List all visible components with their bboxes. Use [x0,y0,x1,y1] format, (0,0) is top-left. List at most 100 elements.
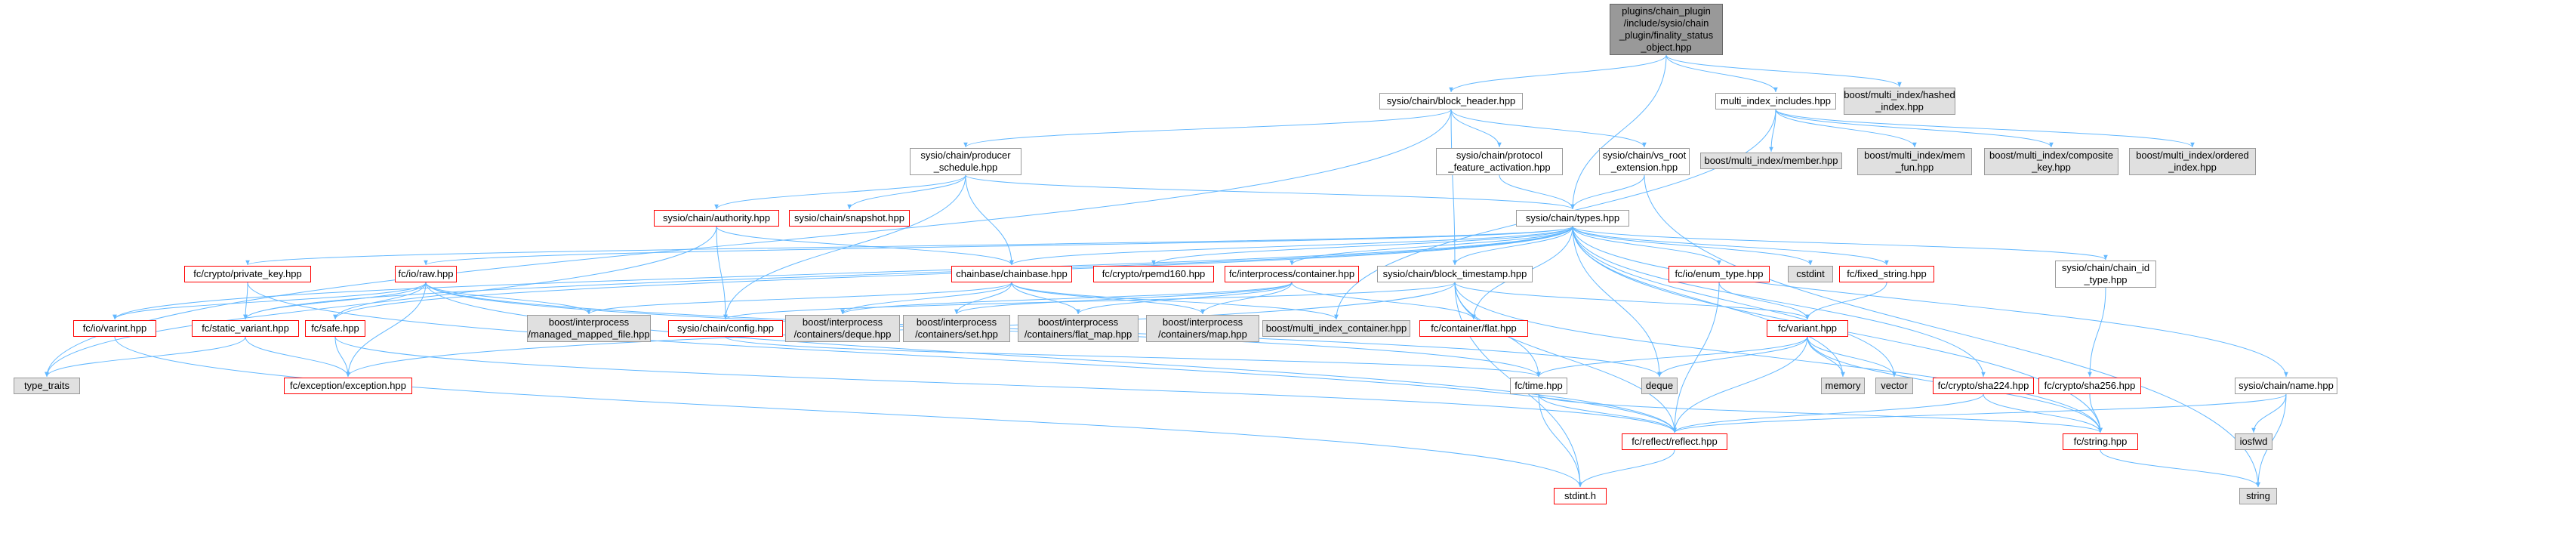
node-time[interactable]: fc/time.hpp [1510,378,1567,394]
node-protocol-feature[interactable]: sysio/chain/protocol _feature_activation… [1436,148,1563,175]
node-chainbase[interactable]: chainbase/chainbase.hpp [951,266,1072,282]
node-block-timestamp[interactable]: sysio/chain/block_timestamp.hpp [1377,266,1533,282]
edge-container-to-ip-flat-map [1076,282,1293,315]
edge-raw-to-exception [346,282,427,378]
edge-chain-id-to-sha256 [2088,287,2106,378]
node-ip-map: boost/interprocess /containers/map.hpp [1146,315,1259,342]
node-private-key[interactable]: fc/crypto/private_key.hpp [184,266,311,282]
node-ip-deque: boost/interprocess /containers/deque.hpp [785,315,900,342]
edge-container-to-flat [1291,282,1476,320]
edge-types-to-private-key [245,226,1573,266]
node-stdint[interactable]: stdint.h [1554,488,1607,504]
edge-name-to-iosfwd [2251,393,2287,433]
node-chain-id[interactable]: sysio/chain/chain_id _type.hpp [2055,261,2156,288]
edge-block-timestamp-to-exception [346,282,1456,378]
edge-sha224-to-fc-string [1983,393,2103,433]
node-vs-root[interactable]: sysio/chain/vs_root _extension.hpp [1599,148,1690,175]
edge-types-to-deque [1572,226,1662,378]
edge-types-to-chain-id [1572,226,2108,261]
edge-block-timestamp-to-config [723,282,1456,320]
edge-variant-to-deque [1657,336,1808,378]
edge-authority-to-type-traits [45,226,717,378]
edge-block-timestamp-to-fc-string [1454,282,2103,433]
edge-producer-schedule-to-config [723,174,966,320]
node-static-variant[interactable]: fc/static_variant.hpp [192,320,299,337]
edge-types-to-block-timestamp [1453,226,1573,266]
edge-sha224-to-reflect [1672,393,1984,433]
edge-enum-type-to-variant [1718,282,1810,320]
edge-root-to-block-header [1449,54,1667,93]
edge-root-to-types [1570,54,1667,210]
edge-chainbase-to-ip-deque [840,282,1012,315]
node-reflect[interactable]: fc/reflect/reflect.hpp [1622,433,1727,450]
edge-time-to-stdint [1538,393,1582,488]
node-mi-includes[interactable]: multi_index_includes.hpp [1715,93,1836,109]
node-mi-hashed: boost/multi_index/hashed _index.hpp [1844,88,1955,115]
edge-variant-to-vector [1807,336,1897,378]
edge-fixed-string-to-variant [1805,282,1887,320]
edge-static-variant-to-type-traits [45,336,246,378]
node-enum-type[interactable]: fc/io/enum_type.hpp [1669,266,1770,282]
edge-types-to-sha224 [1572,226,1986,378]
node-vector: vector [1875,378,1913,394]
node-managed-mapped: boost/interprocess /managed_mapped_file.… [527,315,651,342]
node-iosfwd: iosfwd [2235,433,2272,450]
edge-fc-string-to-string [2100,449,2260,488]
node-fixed-string[interactable]: fc/fixed_string.hpp [1839,266,1934,282]
edge-types-to-fixed-string [1572,226,1889,266]
edge-io-varint-to-stdint [114,336,1582,488]
node-sha224[interactable]: fc/crypto/sha224.hpp [1933,378,2034,394]
node-safe[interactable]: fc/safe.hpp [305,320,365,337]
edge-types-to-static-variant [243,226,1573,320]
node-variant[interactable]: fc/variant.hpp [1767,320,1848,337]
edge-root-to-mi-hashed [1665,54,1902,88]
edge-producer-schedule-to-snapshot [847,174,966,210]
edge-name-to-reflect [1672,393,2287,433]
node-raw[interactable]: fc/io/raw.hpp [395,266,457,282]
node-type-traits: type_traits [14,378,80,394]
edge-raw-to-reflect [425,282,1677,433]
edge-chainbase-to-ip-flat-map [1011,282,1080,315]
node-authority[interactable]: sysio/chain/authority.hpp [654,210,779,227]
edge-types-to-vector [1572,226,1897,378]
node-mi-ordered: boost/multi_index/ordered _index.hpp [2129,148,2256,175]
edge-static-variant-to-exception [245,336,350,378]
edge-chainbase-to-managed-mapped [587,282,1012,315]
node-config[interactable]: sysio/chain/config.hpp [668,320,783,337]
node-root[interactable]: plugins/chain_plugin /include/sysio/chai… [1610,4,1723,55]
edge-chainbase-to-ip-map [1011,282,1205,315]
node-block-header[interactable]: sysio/chain/block_header.hpp [1379,93,1523,109]
edge-protocol-feature-to-types [1499,174,1575,210]
node-producer-schedule[interactable]: sysio/chain/producer _schedule.hpp [910,148,1021,175]
node-mi-container: boost/multi_index_container.hpp [1262,320,1410,337]
edge-time-to-fc-string [1538,393,2103,433]
edge-producer-schedule-to-types [965,174,1575,210]
node-ip-set: boost/interprocess /containers/set.hpp [903,315,1010,342]
node-types[interactable]: sysio/chain/types.hpp [1516,210,1629,227]
node-container[interactable]: fc/interprocess/container.hpp [1225,266,1359,282]
node-fc-string[interactable]: fc/string.hpp [2063,433,2138,450]
edge-enum-type-to-reflect [1672,282,1720,433]
edge-container-to-ip-set [954,282,1293,315]
edge-container-to-ip-map [1200,282,1293,315]
node-exception[interactable]: fc/exception/exception.hpp [284,378,412,394]
edge-variant-to-time [1536,336,1808,378]
node-name[interactable]: sysio/chain/name.hpp [2235,378,2337,394]
edge-safe-to-reflect [334,336,1677,433]
node-snapshot[interactable]: sysio/chain/snapshot.hpp [789,210,910,227]
edge-variant-to-memory [1807,336,1845,378]
edge-block-timestamp-to-reflect [1454,282,1677,433]
node-flat[interactable]: fc/container/flat.hpp [1419,320,1528,337]
node-sha256[interactable]: fc/crypto/sha256.hpp [2038,378,2141,394]
edge-producer-schedule-to-chainbase [965,174,1014,266]
node-rmd160[interactable]: fc/crypto/rpemd160.hpp [1093,266,1214,282]
node-mi-composite: boost/multi_index/composite _key.hpp [1984,148,2118,175]
edge-types-to-name [1572,226,2288,378]
edge-variant-to-reflect [1672,336,1808,433]
node-io-varint[interactable]: fc/io/varint.hpp [73,320,156,337]
node-cstdint: cstdint [1788,266,1833,282]
edge-block-header-to-protocol-feature [1450,109,1502,148]
node-deque: deque [1641,378,1678,394]
